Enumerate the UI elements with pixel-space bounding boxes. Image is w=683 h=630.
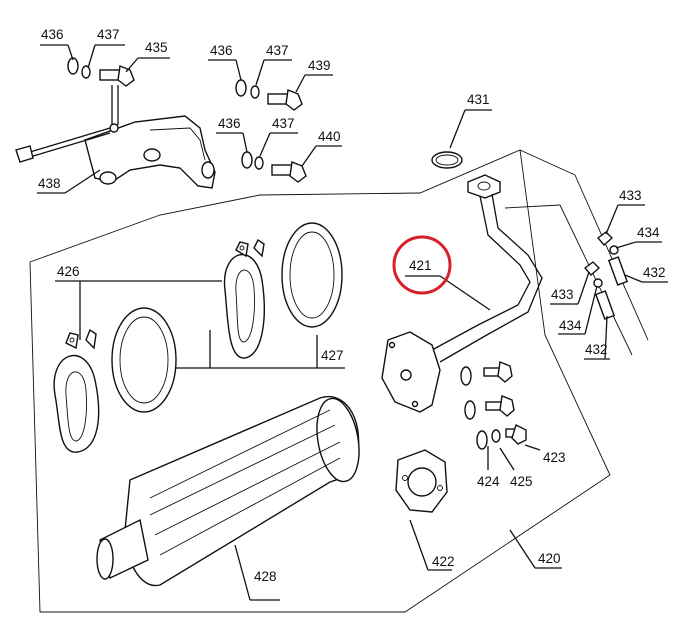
label-433: 433 <box>551 287 574 302</box>
flange-gasket <box>395 449 448 513</box>
label-439: 439 <box>308 58 331 73</box>
label-436: 436 <box>218 116 241 131</box>
highlight-circle <box>392 235 452 295</box>
label-434: 434 <box>637 225 660 240</box>
top-right-hardware <box>235 79 303 111</box>
label-432: 432 <box>585 342 608 357</box>
label-440: 440 <box>318 129 341 144</box>
part-labels: 436 437 435 436 437 439 431 436 437 440 … <box>38 27 666 584</box>
middle-right-hardware <box>241 151 307 183</box>
right-hardware <box>583 231 629 320</box>
gasket-431 <box>431 151 463 169</box>
label-422: 422 <box>432 554 455 569</box>
label-420: 420 <box>538 551 561 566</box>
mounting-bolts <box>460 361 527 450</box>
leader-lines <box>37 44 668 601</box>
label-435: 435 <box>145 40 168 55</box>
label-427: 427 <box>321 348 344 363</box>
label-423: 423 <box>543 450 566 465</box>
clamp-upper <box>223 222 343 359</box>
label-437: 437 <box>266 43 289 58</box>
muffler <box>96 395 360 587</box>
label-437: 437 <box>272 116 295 131</box>
label-426: 426 <box>57 264 80 279</box>
label-436: 436 <box>41 27 64 42</box>
label-425: 425 <box>510 474 533 489</box>
label-424: 424 <box>477 474 500 489</box>
label-432: 432 <box>643 265 666 280</box>
label-434: 434 <box>559 318 582 333</box>
label-431: 431 <box>467 92 490 107</box>
label-438: 438 <box>38 176 61 191</box>
exhaust-pipe <box>381 174 543 413</box>
label-436: 436 <box>210 43 233 58</box>
top-left-hardware <box>67 57 135 125</box>
exhaust-bracket <box>15 115 216 189</box>
clamp-lower <box>53 307 177 453</box>
label-437: 437 <box>97 27 120 42</box>
label-433: 433 <box>619 188 642 203</box>
label-428: 428 <box>254 569 277 584</box>
label-421: 421 <box>409 258 432 273</box>
